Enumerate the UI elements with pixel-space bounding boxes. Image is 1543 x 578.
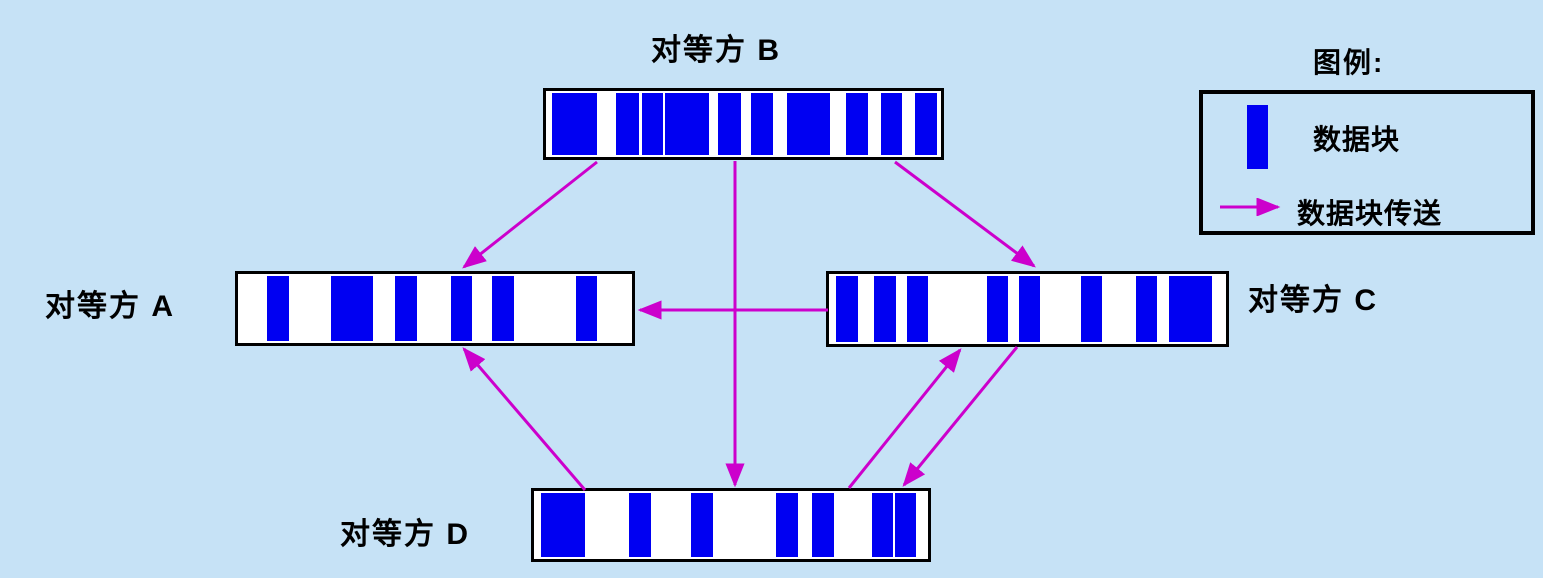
data-block: [451, 276, 472, 341]
peer-label-B: 对等方 B: [651, 34, 781, 67]
data-block: [895, 493, 916, 557]
peer-bar-B: [543, 88, 944, 160]
data-block: [751, 93, 773, 155]
data-block: [331, 276, 373, 341]
data-block: [1019, 276, 1040, 342]
data-block: [787, 93, 830, 155]
data-block: [1136, 276, 1157, 342]
transfer-arrow-B-to-C: [894, 160, 1036, 268]
legend-title: 图例:: [1313, 47, 1385, 78]
transfer-arrow-C-to-D: [902, 346, 1019, 487]
data-block: [718, 93, 741, 155]
data-block: [267, 276, 289, 341]
data-block: [1169, 276, 1212, 342]
data-block: [776, 493, 798, 557]
data-block: [665, 93, 709, 155]
peer-bar-D: [531, 488, 931, 562]
data-block: [1081, 276, 1102, 342]
peer-bar-C: [826, 271, 1229, 347]
transfer-arrow-D-to-A: [462, 347, 587, 491]
transfer-arrow-icon: [1220, 198, 1281, 216]
legend-item-label-transfer: 数据块传送: [1297, 198, 1443, 229]
data-block: [552, 93, 597, 155]
transfer-arrow-B-to-A: [462, 160, 598, 269]
legend-box: 数据块 数据块传送: [1199, 90, 1535, 235]
data-block: [492, 276, 514, 341]
data-block: [576, 276, 597, 341]
peer-label-D: 对等方 D: [340, 518, 470, 551]
data-block: [846, 93, 868, 155]
data-block: [616, 93, 639, 155]
data-block: [691, 493, 713, 557]
data-block: [915, 93, 937, 155]
peer-label-C: 对等方 C: [1248, 284, 1378, 317]
data-block: [541, 493, 585, 557]
peer-label-A: 对等方 A: [45, 290, 175, 323]
data-block: [642, 93, 663, 155]
data-block: [812, 493, 834, 557]
peer-bar-A: [235, 271, 635, 346]
data-block: [872, 493, 893, 557]
data-block: [874, 276, 896, 342]
data-block: [987, 276, 1008, 342]
legend-item-label-block: 数据块: [1313, 124, 1401, 155]
data-block: [836, 276, 858, 342]
data-block-swatch: [1247, 105, 1268, 169]
data-block: [395, 276, 417, 341]
transfer-arrow-D-to-C: [847, 348, 962, 489]
data-block: [907, 276, 928, 342]
data-block: [629, 493, 651, 557]
data-block: [881, 93, 902, 155]
